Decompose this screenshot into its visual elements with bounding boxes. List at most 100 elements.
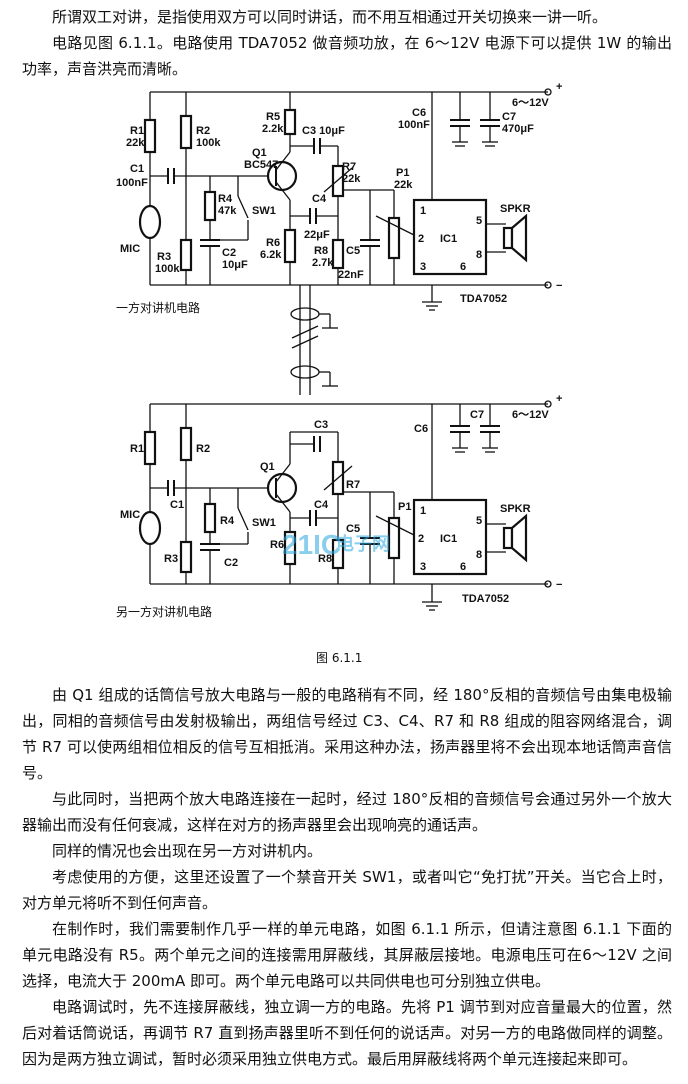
svg-text:Q1: Q1 xyxy=(252,147,267,159)
body-paragraph-2: 与此同时，当把两个放大电路连接在一起时，经过 180°反相的音频信号会通过另外一… xyxy=(22,790,672,834)
svg-text:2: 2 xyxy=(418,533,424,545)
svg-text:R6: R6 xyxy=(266,237,280,249)
mic-label: MIC xyxy=(120,243,140,255)
circuit-figure: + − 6～12V R1 22k MIC C1 100nF R2 100k R3… xyxy=(116,81,562,665)
svg-text:100k: 100k xyxy=(196,137,221,149)
svg-text:22k: 22k xyxy=(342,173,361,185)
svg-text:47k: 47k xyxy=(218,205,237,217)
bottom-circuit: + − 6～12V R1 MIC C1 R2 R3 R4 C2 SW1 xyxy=(116,393,562,619)
body-paragraph-1: 由 Q1 组成的话筒信号放大电路与一般的电路稍有不同，经 180°反相的音频信号… xyxy=(22,686,672,782)
svg-text:8: 8 xyxy=(476,549,482,561)
svg-text:Q1: Q1 xyxy=(260,461,275,473)
svg-text:SPKR: SPKR xyxy=(500,203,531,215)
svg-text:R6: R6 xyxy=(270,539,284,551)
svg-text:1: 1 xyxy=(420,505,426,517)
ic1-chip xyxy=(412,198,488,276)
figure-caption: 图 6.1.1 xyxy=(316,651,362,665)
svg-text:MIC: MIC xyxy=(120,509,140,521)
top-circuit-label: 一方对讲机电路 xyxy=(116,300,200,315)
intro-paragraph-2: 电路见图 6.1.1。电路使用 TDA7052 做音频功放，在 6～12V 电源… xyxy=(22,34,672,78)
svg-text:C3 10μF: C3 10μF xyxy=(302,125,345,137)
svg-text:22nF: 22nF xyxy=(338,269,364,281)
svg-text:R7: R7 xyxy=(346,479,360,491)
ic1-chip-2 xyxy=(412,498,488,576)
svg-text:SW1: SW1 xyxy=(252,517,276,529)
svg-text:6: 6 xyxy=(460,561,466,573)
svg-text:SW1: SW1 xyxy=(252,205,276,217)
bottom-circuit-label: 另一方对讲机电路 xyxy=(116,604,212,619)
body-paragraph-5: 在制作时，我们需要制作几乎一样的单元电路，如图 6.1.1 所示，但请注意图 6… xyxy=(22,920,672,990)
svg-text:6～12V: 6～12V xyxy=(512,409,549,421)
svg-text:100k: 100k xyxy=(155,263,180,275)
svg-text:C5: C5 xyxy=(346,523,360,535)
svg-text:10μF: 10μF xyxy=(222,259,248,271)
svg-text:R3: R3 xyxy=(157,251,171,263)
svg-text:C3: C3 xyxy=(314,419,328,431)
r1-label: R1 xyxy=(130,125,144,137)
svg-text:3: 3 xyxy=(420,261,426,273)
svg-text:2.7k: 2.7k xyxy=(312,257,334,269)
top-circuit: + − 6～12V R1 22k MIC C1 100nF R2 100k R3… xyxy=(116,81,562,315)
svg-text:C6: C6 xyxy=(412,107,426,119)
svg-text:470μF: 470μF xyxy=(502,123,534,135)
svg-text:C6: C6 xyxy=(414,423,428,435)
q1-transistor-icon-2 xyxy=(266,472,298,504)
svg-text:C4: C4 xyxy=(314,499,329,511)
svg-text:R4: R4 xyxy=(218,193,233,205)
svg-text:R7: R7 xyxy=(342,161,356,173)
svg-text:6.2k: 6.2k xyxy=(260,249,282,261)
watermark-logo: 21IC xyxy=(282,529,341,560)
svg-text:R1: R1 xyxy=(130,443,144,455)
svg-text:3: 3 xyxy=(420,561,426,573)
svg-text:100nF: 100nF xyxy=(116,177,148,189)
svg-text:R3: R3 xyxy=(164,553,178,565)
svg-text:6: 6 xyxy=(460,261,466,273)
svg-text:电子网: 电子网 xyxy=(336,533,390,554)
svg-text:R4: R4 xyxy=(220,515,235,527)
svg-text:5: 5 xyxy=(476,515,482,527)
svg-text:22k: 22k xyxy=(394,179,413,191)
svg-text:C7: C7 xyxy=(470,409,484,421)
sw1-switch-icon-2 xyxy=(237,507,249,531)
svg-text:BC547: BC547 xyxy=(244,159,278,171)
svg-text:P1: P1 xyxy=(396,167,409,179)
svg-text:+: + xyxy=(556,393,562,405)
svg-text:C7: C7 xyxy=(502,111,516,123)
svg-text:C2: C2 xyxy=(224,557,238,569)
svg-text:−: − xyxy=(556,280,562,292)
svg-text:TDA7052: TDA7052 xyxy=(462,593,509,605)
speaker-icon xyxy=(510,213,528,263)
body-paragraph-6: 电路调试时，先不连接屏蔽线，独立调一方的电路。先将 P1 调节到对应音量最大的位… xyxy=(22,998,672,1068)
mic-icon-2 xyxy=(138,510,162,546)
svg-text:C1: C1 xyxy=(170,499,184,511)
sw1-switch-icon xyxy=(237,195,249,219)
svg-text:2.2k: 2.2k xyxy=(262,123,284,135)
speaker-icon-2 xyxy=(510,513,528,563)
svg-text:100nF: 100nF xyxy=(398,119,430,131)
svg-text:R2: R2 xyxy=(196,125,210,137)
svg-text:R8: R8 xyxy=(314,245,328,257)
body-paragraph-3: 同样的情况也会出现在另一方对讲机内。 xyxy=(52,842,323,860)
shielded-cable xyxy=(290,285,338,395)
svg-text:+: + xyxy=(556,81,562,93)
svg-text:2: 2 xyxy=(418,233,424,245)
svg-text:P1: P1 xyxy=(398,501,411,513)
svg-text:8: 8 xyxy=(476,249,482,261)
svg-text:C1: C1 xyxy=(130,163,144,175)
svg-text:IC1: IC1 xyxy=(440,233,457,245)
svg-text:R8: R8 xyxy=(318,553,332,565)
intro-paragraph-1: 所谓双工对讲，是指使用双方可以同时讲话，而不用互相通过开关切换来一讲一听。 xyxy=(52,8,608,26)
svg-text:22k: 22k xyxy=(126,137,145,149)
svg-text:SPKR: SPKR xyxy=(500,503,531,515)
svg-text:TDA7052: TDA7052 xyxy=(460,293,507,305)
svg-text:22μF: 22μF xyxy=(304,229,330,241)
svg-text:R5: R5 xyxy=(266,111,280,123)
svg-text:1: 1 xyxy=(420,205,426,217)
body-paragraph-4: 考虑使用的方便，这里还设置了一个禁音开关 SW1，或者叫它“免打扰”开关。当它合… xyxy=(22,868,672,912)
svg-text:C2: C2 xyxy=(222,247,236,259)
svg-text:C5: C5 xyxy=(346,245,360,257)
svg-text:C4: C4 xyxy=(312,193,327,205)
supply-label: 6～12V xyxy=(512,97,549,109)
svg-text:−: − xyxy=(556,579,562,591)
svg-text:IC1: IC1 xyxy=(440,533,457,545)
